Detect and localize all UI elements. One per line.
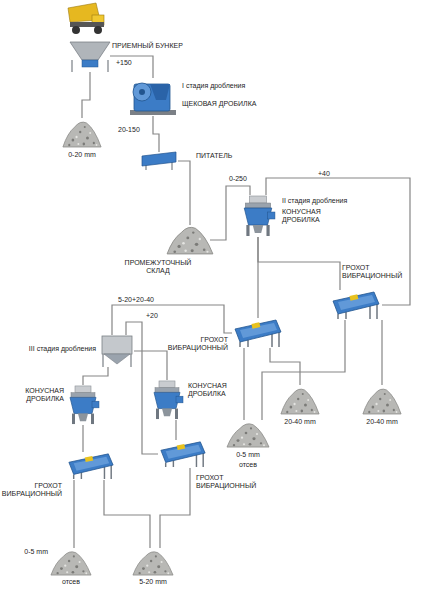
equipment-label: КОНУСНАЯ ДРОБИЛКА (14, 387, 64, 403)
equipment-label: 20-40 mm (352, 418, 412, 426)
flow-label: +20 (146, 312, 158, 320)
cone-crusher (154, 381, 183, 419)
flow-line (160, 468, 190, 548)
flow-line (153, 116, 159, 152)
equipment-node: I стадия дробленияЩЕКОВАЯ ДРОБИЛКА (128, 78, 178, 116)
equipment-label: III стадия дробления (16, 345, 96, 353)
equipment-label: II стадия дробления (282, 197, 372, 205)
equipment-label: ГРОХОТ ВИБРАЦИОННЫЙ (196, 474, 262, 490)
equipment-node: 5-20 mm (132, 548, 174, 576)
equipment-node: ГРОХОТ ВИБРАЦИОННЫЙ (232, 318, 284, 348)
cone-crusher (70, 386, 99, 424)
equipment-label: ГРОХОТ ВИБРАЦИОННЫЙ (162, 336, 228, 352)
flow-line (82, 72, 90, 118)
flow-line (381, 320, 382, 385)
equipment-node: 0-20 mm (62, 118, 102, 148)
distribution-bin (102, 336, 132, 367)
equipment-node: 0-5 mmотсев (50, 548, 92, 576)
equipment-node: ПРОМЕЖУТОЧНЫЙ СКЛАД (170, 225, 210, 255)
equipment-label: отсев (41, 578, 101, 586)
flow-line (258, 237, 340, 290)
equipment-node: II стадия дробленияКОНУСНАЯ ДРОБИЛКА (240, 195, 276, 237)
flow-label: +40 (318, 170, 330, 178)
vibrating-screen (69, 454, 113, 479)
equipment-node: КОНУСНАЯ ДРОБИЛКА (66, 385, 100, 425)
equipment-node: ГРОХОТ ВИБРАЦИОННЫЙ (330, 290, 382, 320)
flow-label: 5-20+20-40 (118, 296, 154, 304)
flow-label: 20-150 (118, 126, 140, 134)
stone-pile (51, 552, 91, 575)
equipment-node: 20-40 mm (362, 385, 402, 415)
equipment-node: III стадия дробления (100, 335, 134, 367)
flow-line (262, 320, 345, 420)
flow-line (104, 480, 150, 548)
equipment-label: ЩЕКОВАЯ ДРОБИЛКА (182, 100, 272, 108)
equipment-label: 20-40 mm (270, 418, 330, 426)
vibrating-screen (235, 320, 281, 347)
flow-label: 0-250 (229, 175, 247, 183)
equipment-label: 0-5 mm (6, 548, 48, 556)
flow-line (73, 480, 74, 548)
stone-pile (363, 389, 401, 414)
stone-pile (63, 122, 101, 147)
vibrating-screen (333, 292, 379, 319)
equipment-label: ПИТАТЕЛЬ (196, 152, 256, 160)
flow-line (83, 367, 108, 385)
equipment-label: ГРОХОТ ВИБРАЦИОННЫЙ (0, 482, 62, 498)
equipment-label: I стадия дробления (182, 82, 272, 90)
equipment-label: КОНУСНАЯ ДРОБИЛКА (282, 208, 346, 224)
equipment-label: КОНУСНАЯ ДРОБИЛКА (188, 382, 238, 398)
equipment-label: ГРОХОТ ВИБРАЦИОННЫЙ (342, 264, 408, 280)
cone-crusher (244, 196, 275, 236)
feeder (142, 152, 176, 170)
vibrating-screen (161, 442, 205, 467)
equipment-node: ПРИЕМНЫЙ БУНКЕР (70, 40, 110, 72)
flow-line (266, 178, 410, 305)
equipment-node: ГРОХОТ ВИБРАЦИОННЫЙ (158, 440, 208, 468)
flow-label: +150 (116, 59, 132, 67)
flow-line (270, 348, 300, 385)
equipment-node: 0-5 mmотсев (226, 420, 270, 448)
flow-line (82, 425, 83, 452)
equipment-label: ПРИЕМНЫЙ БУНКЕР (112, 42, 202, 50)
stone-pile (281, 389, 319, 414)
equipment-node: ПИТАТЕЛЬ (140, 152, 178, 170)
equipment-label: отсев (218, 461, 278, 469)
jaw-crusher (130, 83, 176, 115)
equipment-label: ПРОМЕЖУТОЧНЫЙ СКЛАД (118, 259, 198, 275)
flow-line (175, 420, 176, 440)
equipment-label: 0-20 mm (52, 151, 112, 159)
flow-line (243, 348, 244, 420)
stone-pile (227, 424, 269, 447)
equipment-node: ГРОХОТ ВИБРАЦИОННЫЙ (66, 452, 116, 480)
equipment-node: КОНУСНАЯ ДРОБИЛКА (150, 380, 184, 420)
flow-line (210, 186, 250, 240)
stone-pile (133, 552, 173, 575)
receiving-hopper (70, 42, 110, 72)
equipment-label: 5-20 mm (123, 578, 183, 586)
flow-line (178, 161, 190, 225)
flow-line (134, 351, 167, 380)
equipment-node: 20-40 mm (280, 385, 320, 415)
flow-line (110, 56, 153, 78)
equipment-label: 0-5 mm (218, 451, 278, 459)
stone-pile (167, 227, 213, 254)
dump-truck (68, 3, 104, 34)
flow-line (112, 305, 232, 335)
